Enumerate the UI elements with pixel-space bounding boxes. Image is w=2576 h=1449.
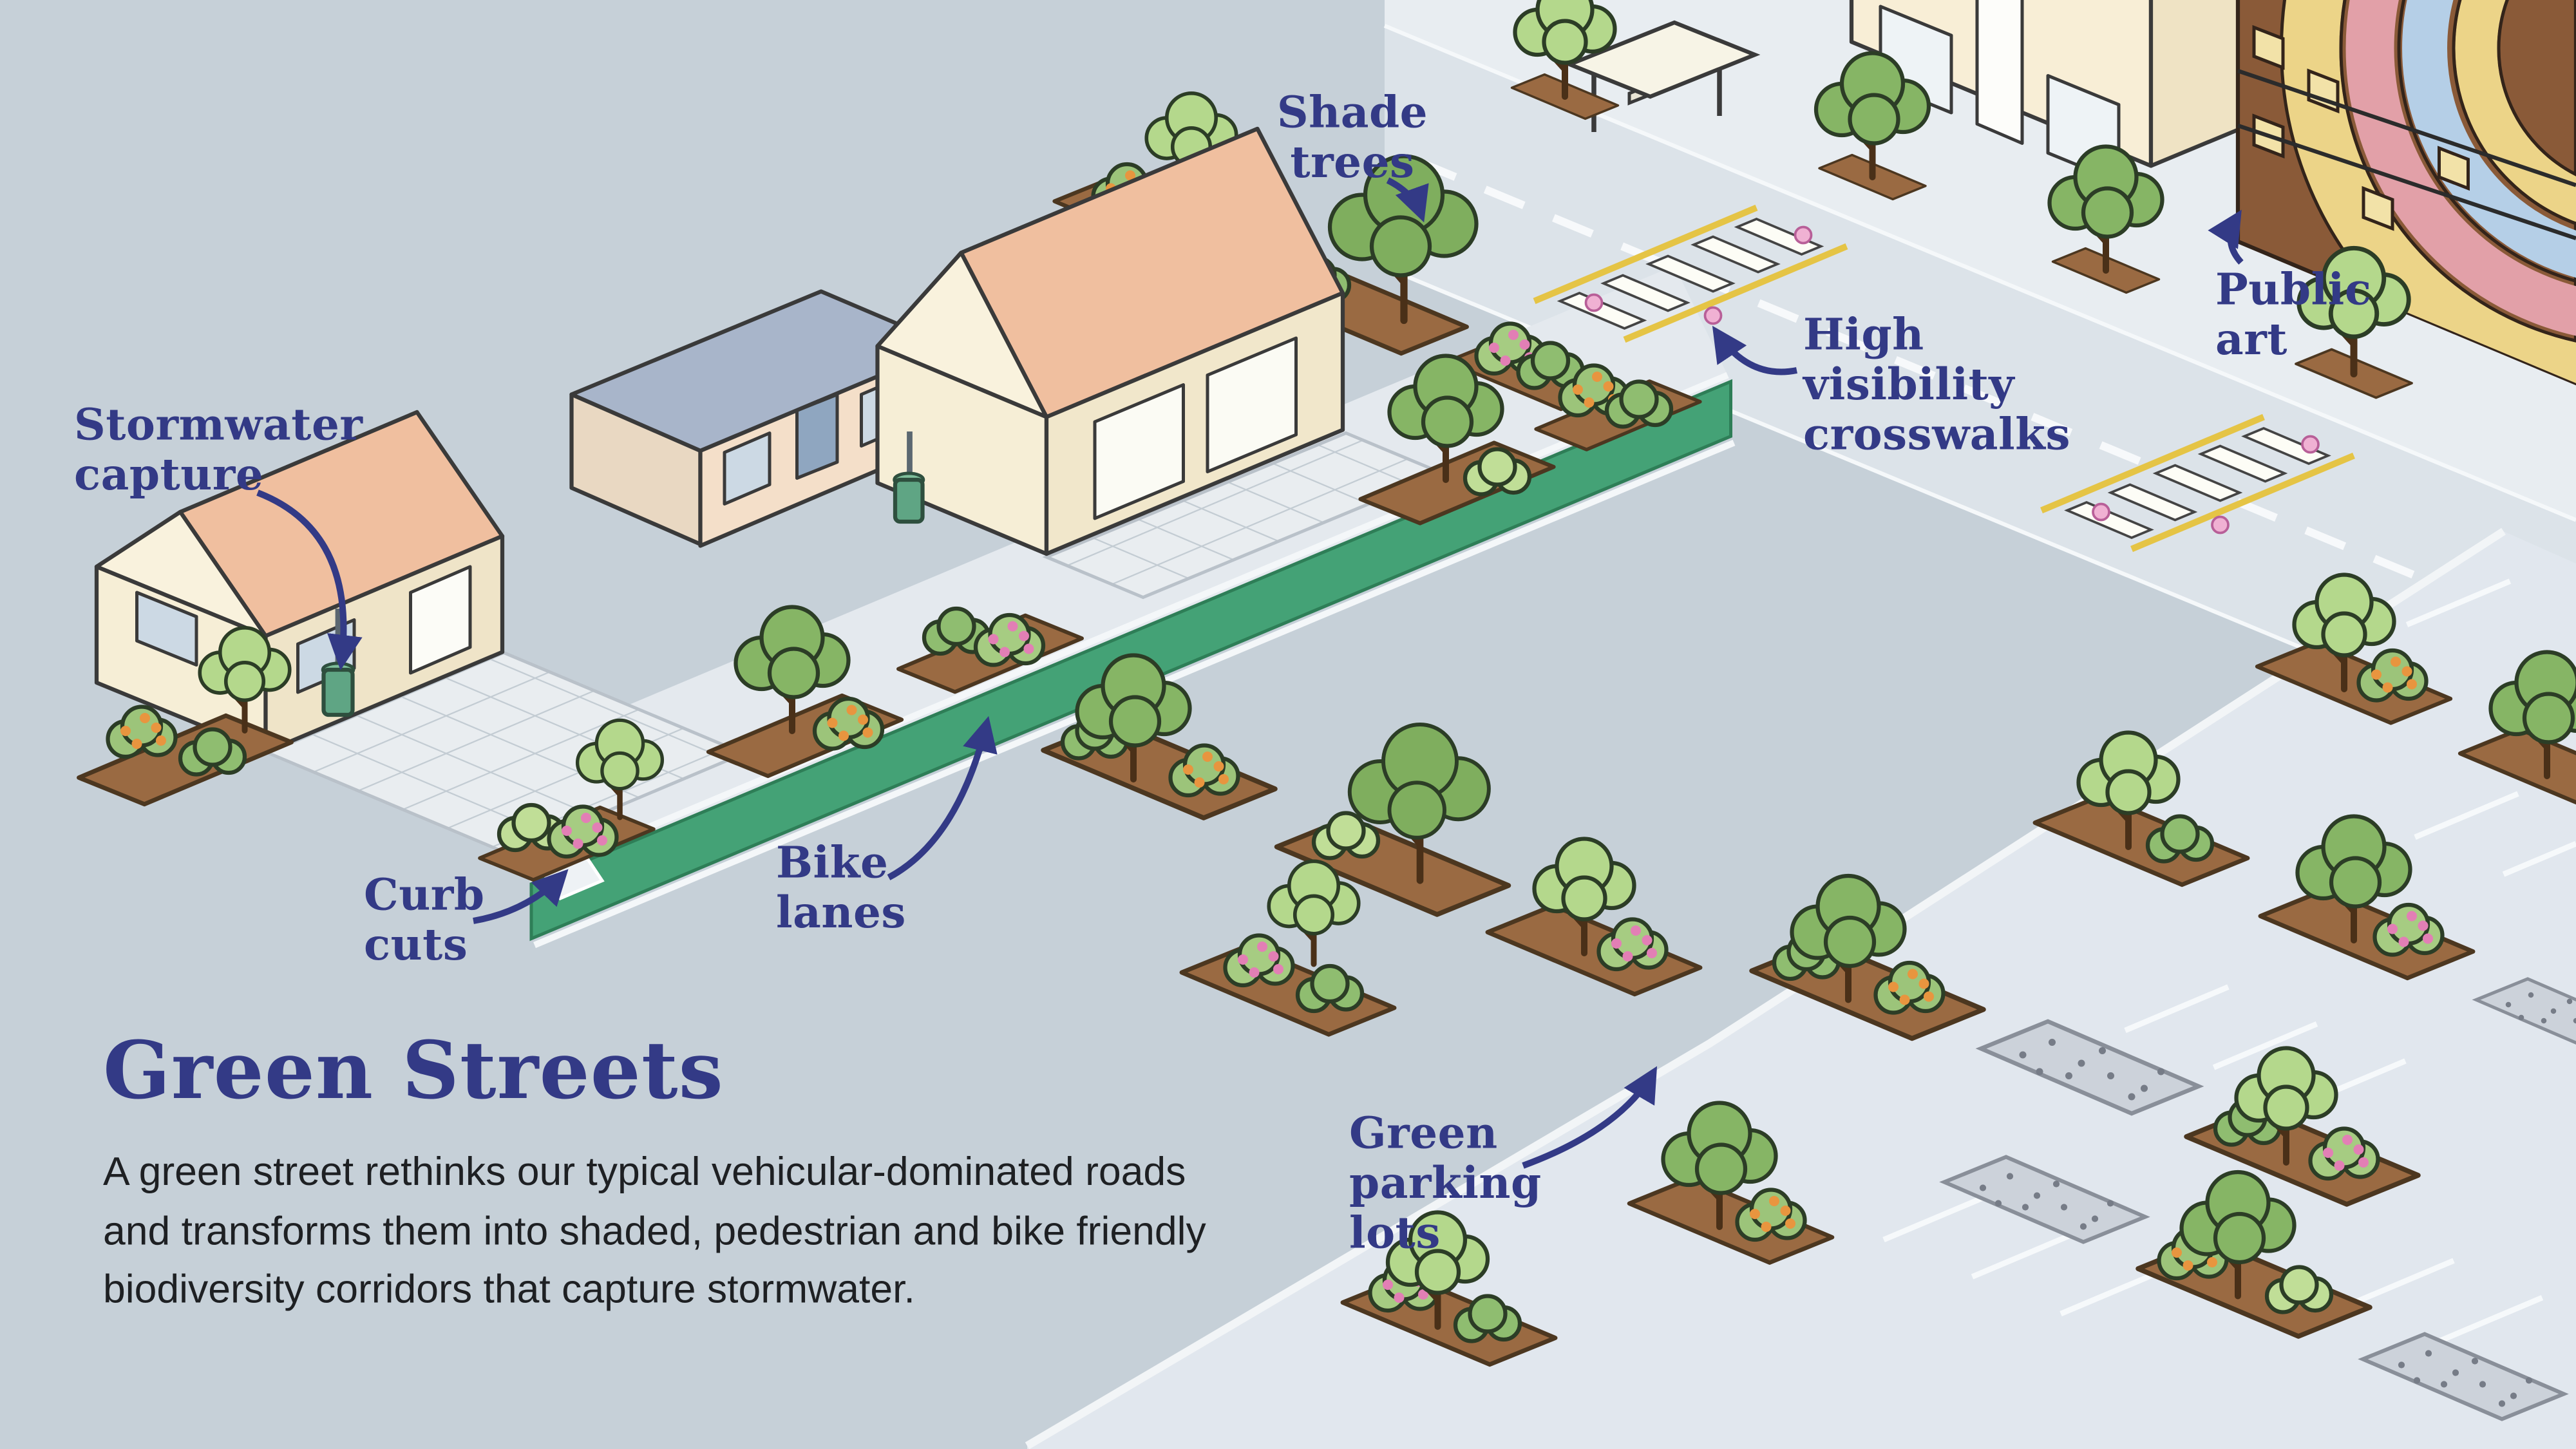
parking-stripes [1882,1193,2165,1317]
rain-barrel [321,667,355,717]
arrow-green-parking [1522,1066,1658,1169]
bus-shelter [1564,20,1761,132]
label-line: Curb [364,871,485,921]
window [135,591,198,667]
label-line: visibility [1803,360,2015,410]
page-title: Green Streets [103,1024,724,1117]
label-line: art [2215,315,2287,365]
annotation-arrows [256,177,2244,1169]
label-line: cuts [364,920,468,971]
shelter-roof [1564,20,1761,99]
label-line: Shade [1276,88,1428,138]
lot-interior [1343,575,2576,1419]
label-public-art: Public art [2215,265,2372,366]
label-line: crosswalks [1803,410,2070,460]
arrow-stormwater [256,489,363,670]
label-curb-cuts: Curb cuts [364,871,485,972]
garage-door [1093,383,1185,520]
lot-curb-line [1025,527,2506,1449]
label-line: Stormwater [74,401,363,451]
power-lines [2237,69,2576,240]
parking-stripes [2405,578,2576,877]
arrow-high-visibility [1712,325,1797,375]
rain-barrel [893,477,925,524]
label-line: Bike [776,838,889,889]
description: A green street rethinks our typical vehi… [103,1150,1206,1312]
label-line: High [1803,310,1924,361]
arrow-shade-trees [1386,177,1429,223]
house-large [569,126,1345,556]
public-art-building [2235,0,2576,386]
arrow-public-art [2208,209,2244,265]
road-center-line [1415,157,2576,647]
parking-stripes [2349,1258,2544,1344]
door [1975,0,2024,145]
door [409,565,472,675]
label-line: lots [1349,1208,1441,1258]
house-small [94,410,505,754]
label-line: Public [2215,265,2372,316]
door [795,393,839,480]
label-line: capture [74,450,264,500]
label-bike-lanes: Bike lanes [776,838,906,940]
arrow-bike-lanes [887,715,998,880]
garage-door [1206,336,1298,473]
label-shade-trees: Shade trees [1253,88,1452,189]
label-line: parking [1349,1159,1542,1209]
label-line: Green [1349,1109,1498,1159]
window [723,431,772,506]
label-line: trees [1290,138,1415,188]
label-stormwater-capture: Stormwater capture [74,401,363,502]
label-green-parking-lots: Green parking lots [1349,1109,1542,1260]
label-line: lanes [776,888,906,938]
label-high-visibility-crosswalks: High visibility crosswalks [1803,310,2070,461]
arrow-curb-cuts [473,869,569,924]
